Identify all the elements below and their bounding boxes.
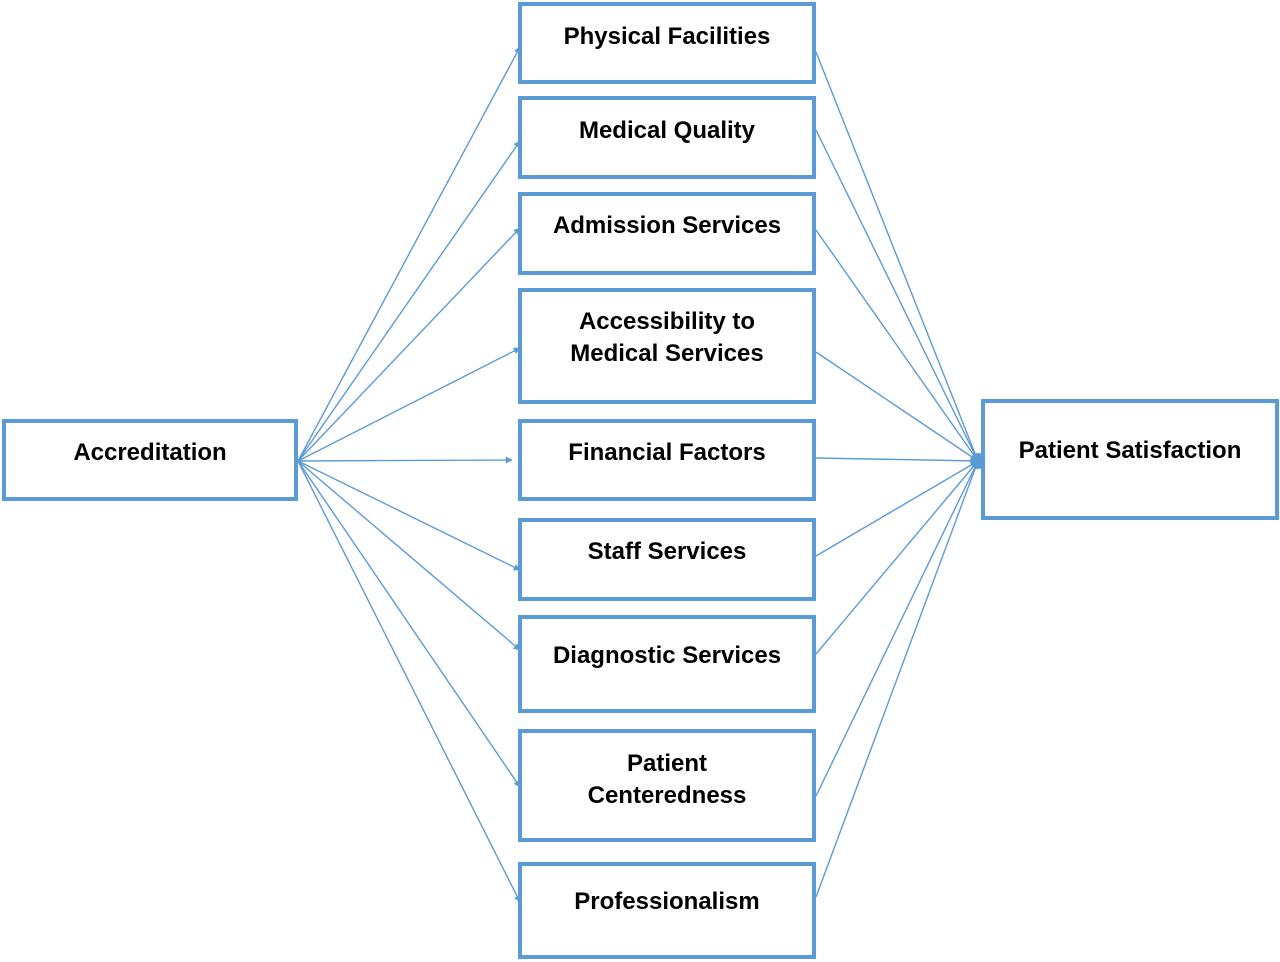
patient-centeredness-box: Patient Centeredness (518, 729, 816, 842)
diagnostic-services-label: Diagnostic Services (552, 642, 782, 669)
edge-accessibility-to-patient-satisfaction (815, 351, 979, 462)
satisfaction-edges (815, 51, 979, 898)
edge-financial-factors-to-patient-satisfaction (815, 457, 979, 462)
accreditation-label: Accreditation (73, 439, 227, 466)
financial-factors-label: Financial Factors (568, 439, 766, 466)
medical-quality-box: Medical Quality (518, 96, 816, 179)
professionalism-label: Professionalism (574, 888, 760, 915)
staff-services-box: Staff Services (518, 518, 816, 601)
patient-satisfaction-box: Patient Satisfaction (981, 399, 1279, 520)
admission-services-label: Admission Services (552, 212, 782, 239)
edge-accreditation-to-physical-facilities (297, 46, 521, 462)
physical-facilities-label: Physical Facilities (563, 23, 771, 50)
diagnostic-services-box: Diagnostic Services (518, 615, 816, 713)
staff-services-label: Staff Services (587, 538, 747, 565)
edge-accreditation-to-staff-services (297, 460, 521, 571)
edge-accreditation-to-admission-services (297, 227, 521, 462)
edge-accreditation-to-patient-centeredness (297, 460, 521, 788)
accessibility-label: Accessibility to Medical Services (570, 308, 764, 367)
physical-facilities-box: Physical Facilities (518, 2, 816, 84)
accessibility-box: Accessibility to Medical Services (518, 288, 816, 404)
medical-quality-label: Medical Quality (578, 117, 756, 144)
edge-patient-centeredness-to-patient-satisfaction (815, 460, 979, 797)
edge-professionalism-to-patient-satisfaction (815, 460, 979, 898)
edge-diagnostic-services-to-patient-satisfaction (815, 460, 979, 655)
edge-accreditation-to-medical-quality (297, 140, 521, 462)
edge-staff-services-to-patient-satisfaction (815, 460, 979, 557)
patient-centeredness-label: Patient Centeredness (587, 750, 747, 809)
professionalism-box: Professionalism (518, 862, 816, 959)
patient-satisfaction-label: Patient Satisfaction (1018, 437, 1242, 464)
accreditation-box: Accreditation (2, 419, 298, 501)
accreditation-edges (297, 46, 521, 903)
edge-accreditation-to-financial-factors (297, 456, 513, 464)
financial-factors-box: Financial Factors (518, 419, 816, 501)
edge-physical-facilities-to-patient-satisfaction (815, 51, 979, 462)
edge-medical-quality-to-patient-satisfaction (815, 129, 979, 462)
edge-accreditation-to-accessibility (297, 347, 521, 462)
edge-accreditation-to-professionalism (297, 460, 521, 903)
edge-admission-services-to-patient-satisfaction (815, 229, 979, 462)
edge-accreditation-to-diagnostic-services (297, 460, 521, 651)
admission-services-box: Admission Services (518, 192, 816, 275)
